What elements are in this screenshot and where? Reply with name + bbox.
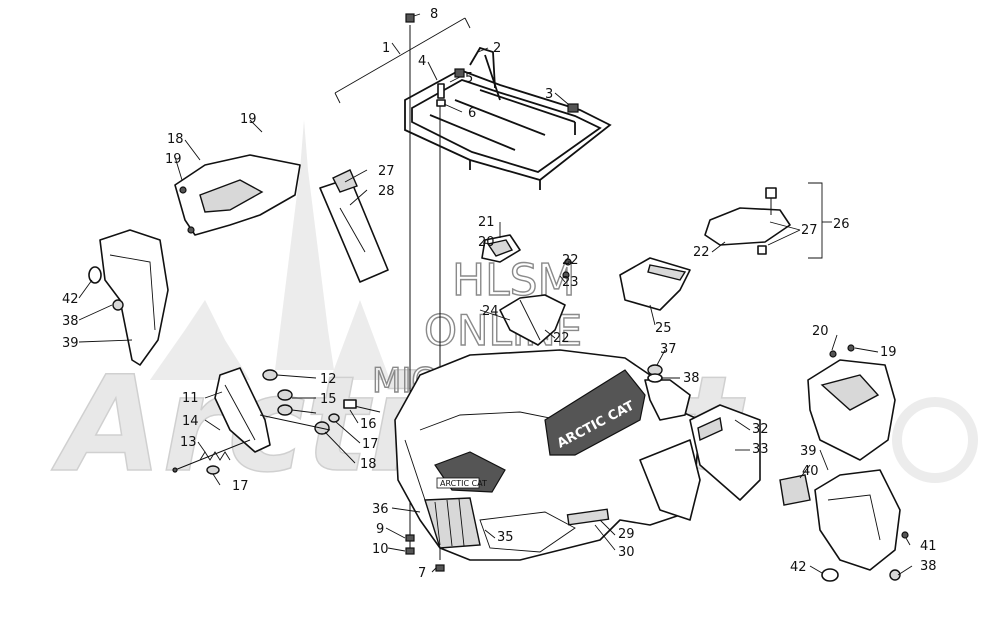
callout-9: 9 <box>376 522 384 537</box>
callout-25: 25 <box>655 321 672 336</box>
bracket-item-26 <box>808 182 823 259</box>
callout-13: 13 <box>180 435 197 450</box>
callout-27: 27 <box>801 223 818 238</box>
callout-20-upper-left: 19 <box>240 112 257 127</box>
callout-39-left: 39 <box>62 336 79 351</box>
callout-11: 11 <box>182 391 199 406</box>
callout-20-center: 20 <box>478 235 495 250</box>
callout-14: 14 <box>182 414 199 429</box>
right-fender-extension-39 <box>779 469 909 582</box>
callout-36: 36 <box>372 502 389 517</box>
decal-29-30 <box>566 508 610 526</box>
callout-22-upper: 22 <box>562 253 579 268</box>
callout-26: 26 <box>833 217 850 232</box>
callout-15: 15 <box>320 392 337 407</box>
callout-23: 23 <box>562 275 579 290</box>
callout-20-left: 19 <box>165 152 182 167</box>
callout-21: 21 <box>478 215 495 230</box>
hood-badge-text: ARCTIC CAT <box>440 479 487 488</box>
callout-38-center: 38 <box>683 371 700 386</box>
cover-assembly-26 <box>704 187 791 255</box>
callout-12: 12 <box>320 372 337 387</box>
callout-31: 32 <box>752 422 769 437</box>
callout-4: 4 <box>418 54 426 69</box>
callout-30: 30 <box>618 545 635 560</box>
callout-42-right: 42 <box>790 560 807 575</box>
callout-41: 41 <box>920 539 937 554</box>
callout-17-center: 17 <box>362 437 379 452</box>
front-rack <box>404 46 612 190</box>
callout-24: 24 <box>482 304 499 319</box>
left-side-panel-19 <box>174 154 301 236</box>
decal-panel-31-32 <box>689 404 761 501</box>
left-fender-extension-39 <box>88 229 169 366</box>
leader-lines <box>78 13 913 576</box>
callout-38-right: 38 <box>920 559 937 574</box>
callout-labels: 8 1 2 4 5 3 6 19 18 19 27 28 21 20 22 23… <box>62 7 937 581</box>
callout-34: 28 <box>378 184 395 199</box>
callout-35: 35 <box>497 530 514 545</box>
callout-6: 6 <box>468 106 476 121</box>
callout-17-lower: 17 <box>232 479 249 494</box>
callout-5: 5 <box>465 71 473 86</box>
panel-25 <box>619 257 691 311</box>
right-side-panel-19 <box>807 344 896 461</box>
hardware-group-12-18 <box>172 369 381 475</box>
callout-1: 1 <box>382 41 390 56</box>
callout-29: 29 <box>618 527 635 542</box>
callout-22-lower: 22 <box>553 331 570 346</box>
callout-3: 3 <box>545 87 553 102</box>
callout-18: 18 <box>360 457 377 472</box>
callout-40: 40 <box>802 464 819 479</box>
bracket-item-1 <box>334 17 471 104</box>
callout-38-left: 38 <box>62 314 79 329</box>
callout-19-right: 19 <box>880 345 897 360</box>
callout-28: 22 <box>693 245 710 260</box>
callout-10: 10 <box>372 542 389 557</box>
callout-39-right: 39 <box>800 444 817 459</box>
decal-panel-33-34 <box>319 169 389 283</box>
callout-8: 8 <box>430 7 438 22</box>
callout-37: 37 <box>660 342 677 357</box>
callout-2: 2 <box>493 41 501 56</box>
callout-7: 7 <box>418 566 426 581</box>
watermark-line1: HLSM <box>452 255 576 306</box>
callout-16: 16 <box>360 417 377 432</box>
footwell-guard-11 <box>214 367 271 453</box>
callout-33: 27 <box>378 164 395 179</box>
front-fender-body: ARCTIC CAT ARCTIC CAT <box>394 349 701 561</box>
callout-32: 33 <box>752 442 769 457</box>
rack-hardware <box>405 13 446 107</box>
callout-42-left: 42 <box>62 292 79 307</box>
callout-20-right: 20 <box>812 324 829 339</box>
callout-19-left: 18 <box>167 132 184 147</box>
hardware-37-38 <box>647 364 663 383</box>
